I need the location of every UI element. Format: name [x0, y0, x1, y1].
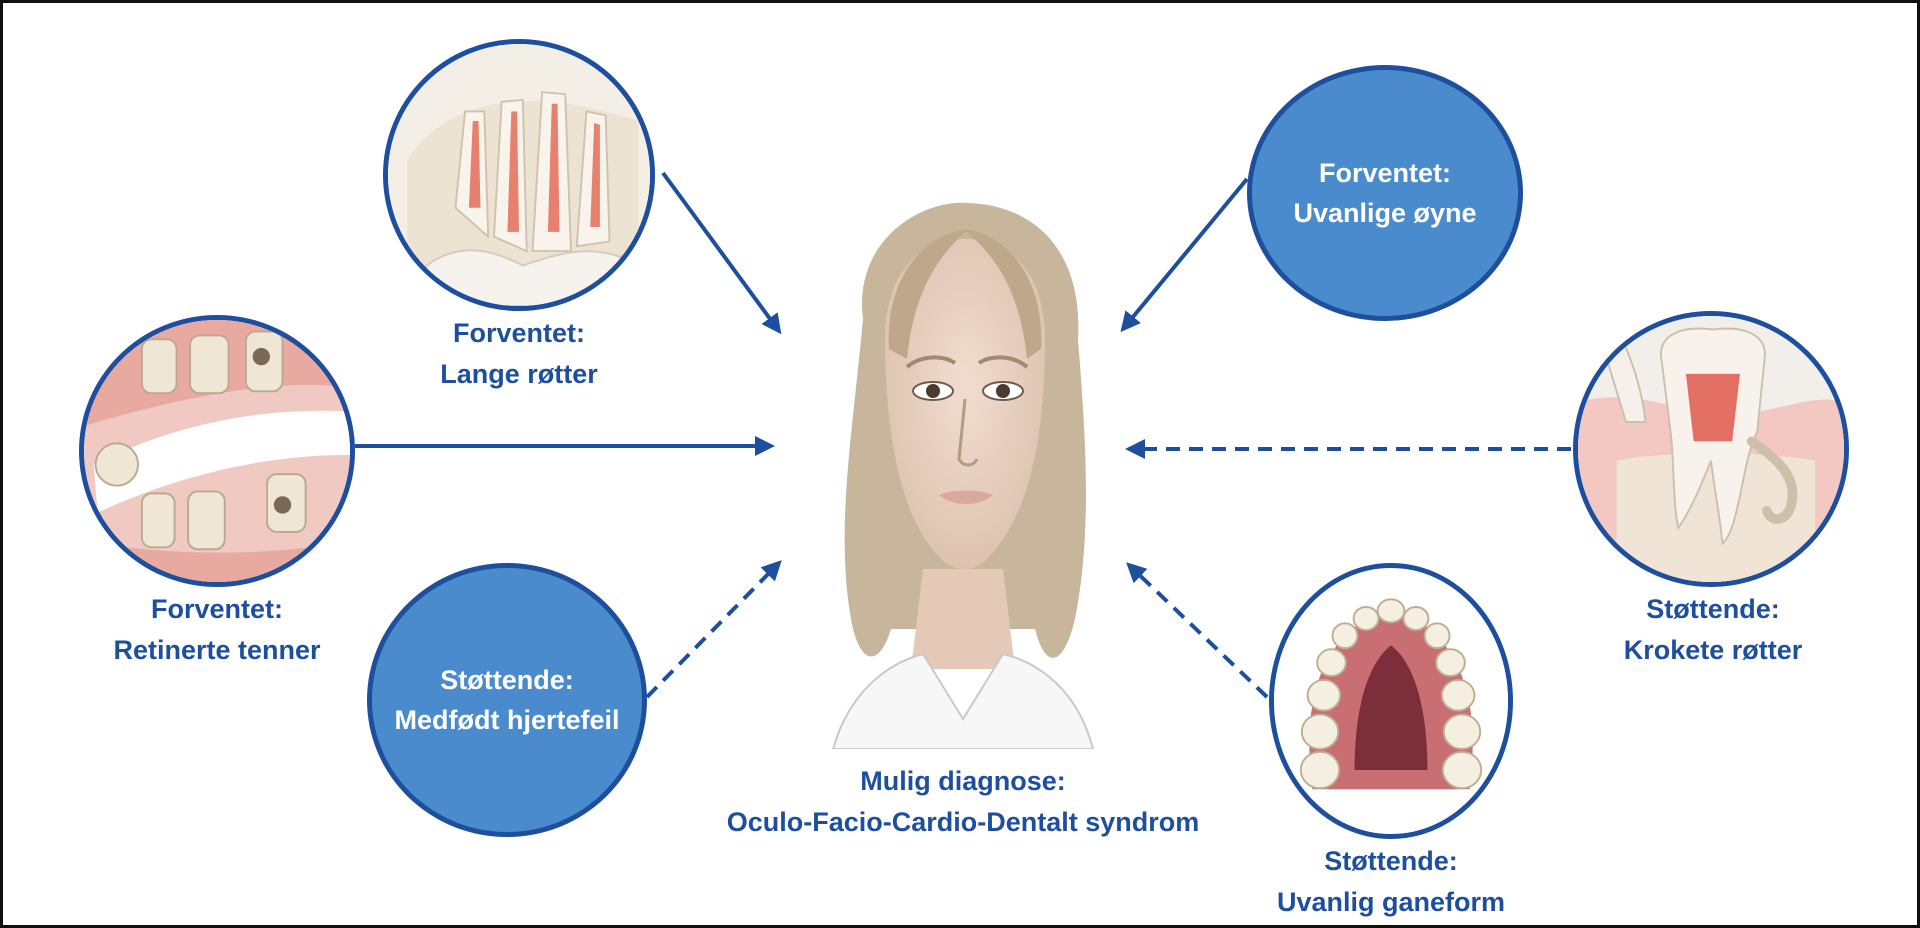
label-retinerte-tenner: Forventet: Retinerte tenner: [57, 589, 377, 671]
finding-text: Uvanlige øyne: [1293, 198, 1477, 228]
palate-illustration: [1274, 568, 1508, 834]
arrow-uvanlige-oyne: [1120, 177, 1249, 333]
label-uvanlig-ganeform: Støttende: Uvanlig ganeform: [1241, 841, 1541, 923]
diagnosis-label: Mulig diagnose: Oculo-Facio-Cardio-Denta…: [663, 761, 1263, 843]
finding-kind: Støttende:: [1646, 594, 1780, 624]
finding-text: Uvanlig ganeform: [1276, 887, 1506, 917]
arrow-uvanlig-ganeform: [1126, 562, 1269, 699]
finding-kind: Forventet:: [452, 318, 585, 348]
retained-teeth-illustration: [84, 320, 350, 582]
finding-text: Retinerte tenner: [113, 635, 321, 665]
finding-text: Lange røtter: [440, 359, 598, 389]
portrait-of-young-woman: [831, 202, 1095, 749]
finding-kind: Støttende:: [1324, 846, 1458, 876]
finding-text: Krokete røtter: [1623, 635, 1803, 665]
finding-kind: Støttende:: [440, 665, 574, 695]
arrows-layer: [355, 171, 1571, 699]
diagnosis-title: Mulig diagnose:: [860, 766, 1066, 796]
label-lange-rotter: Forventet: Lange røtter: [369, 313, 669, 395]
arrow-lange-rotter: [661, 171, 782, 335]
label-krokete-rotter: Støttende: Krokete røtter: [1563, 589, 1863, 671]
long-roots-illustration: [388, 44, 650, 306]
diagnosis-name: Oculo-Facio-Cardio-Dentalt syndrom: [726, 807, 1200, 837]
node-krokete-rotter: [1573, 311, 1849, 587]
node-retinerte-tenner: [79, 315, 355, 587]
arrow-medfodt-hjertefeil: [645, 560, 782, 699]
finding-kind: Forventet:: [150, 594, 283, 624]
finding-kind: Forventet:: [1318, 158, 1451, 188]
node-uvanlige-oyne: Forventet: Uvanlige øyne: [1247, 65, 1523, 321]
finding-text: Medfødt hjertefeil: [394, 705, 620, 735]
node-medfodt-hjertefeil: Støttende: Medfødt hjertefeil: [367, 563, 647, 837]
node-lange-rotter: [383, 39, 655, 311]
node-uvanlig-ganeform: [1269, 563, 1513, 839]
curved-roots-illustration: [1578, 316, 1844, 582]
